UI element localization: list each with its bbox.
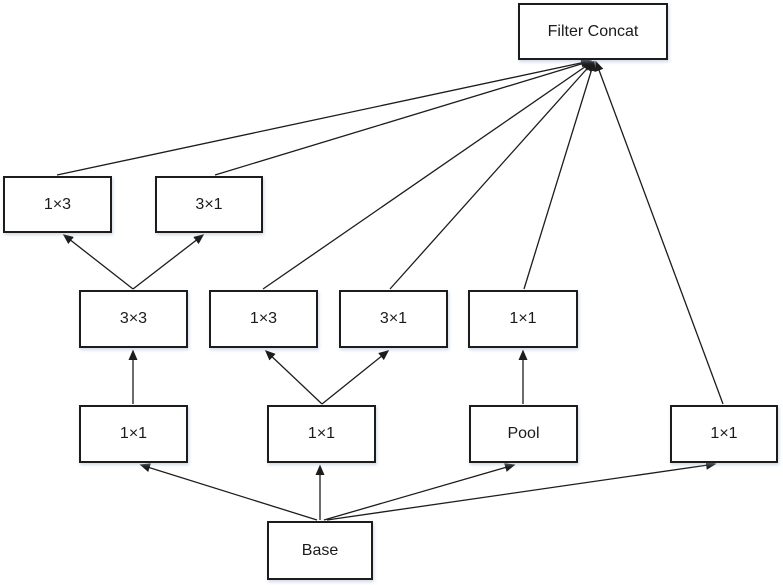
node-mid-1x3: 1×3 — [209, 290, 318, 348]
node-mid-1x3-label: 1×3 — [249, 310, 278, 327]
arrow-mid-3x3-to-top-1x3 — [62, 234, 134, 290]
arrow-base-to-pool — [323, 463, 516, 521]
arrow-base-to-right-1x1 — [326, 460, 717, 521]
node-filter-concat-label: Filter Concat — [547, 22, 639, 40]
node-mid-3x1: 3×1 — [339, 290, 448, 348]
node-low-1x1-center: 1×1 — [267, 405, 376, 463]
node-mid-1x1-label: 1×1 — [509, 310, 537, 327]
arrow-low-1x1-center-to-mid-1x3 — [264, 349, 323, 405]
node-mid-3x3-label: 3×3 — [119, 310, 148, 327]
arrow-top-3x1-to-filter-concat — [214, 59, 593, 176]
node-pool: Pool — [469, 405, 578, 463]
node-base: Base — [267, 521, 373, 580]
node-top-3x1: 3×1 — [155, 176, 263, 233]
node-mid-3x3: 3×3 — [79, 290, 188, 348]
node-low-1x1-center-label: 1×1 — [307, 425, 336, 442]
node-mid-3x1-label: 3×1 — [379, 310, 408, 327]
node-filter-concat: Filter Concat — [518, 3, 668, 60]
arrow-mid-3x1-to-filter-concat — [389, 60, 594, 290]
arrow-base-to-low-1x1-left — [139, 463, 318, 521]
node-low-1x1-left: 1×1 — [79, 405, 188, 463]
node-top-3x1-label: 3×1 — [195, 195, 223, 213]
node-base-label: Base — [301, 541, 339, 559]
arrow-top-1x3-to-filter-concat — [56, 58, 592, 176]
arrow-mid-1x1-to-filter-concat — [523, 60, 596, 290]
arrow-low-1x1-center-to-mid-3x1 — [321, 350, 390, 405]
node-top-1x3: 1×3 — [3, 176, 112, 233]
node-right-1x1-label: 1×1 — [710, 425, 738, 442]
arrow-mid-3x3-to-top-3x1 — [132, 234, 205, 290]
node-right-1x1: 1×1 — [670, 405, 778, 463]
node-low-1x1-left-label: 1×1 — [119, 425, 148, 442]
node-mid-1x1: 1×1 — [468, 290, 578, 348]
node-pool-label: Pool — [507, 425, 540, 442]
node-top-1x3-label: 1×3 — [43, 195, 72, 213]
arrow-mid-1x3-to-filter-concat — [262, 61, 594, 290]
arrow-right-1x1-to-filter-concat — [594, 60, 724, 405]
